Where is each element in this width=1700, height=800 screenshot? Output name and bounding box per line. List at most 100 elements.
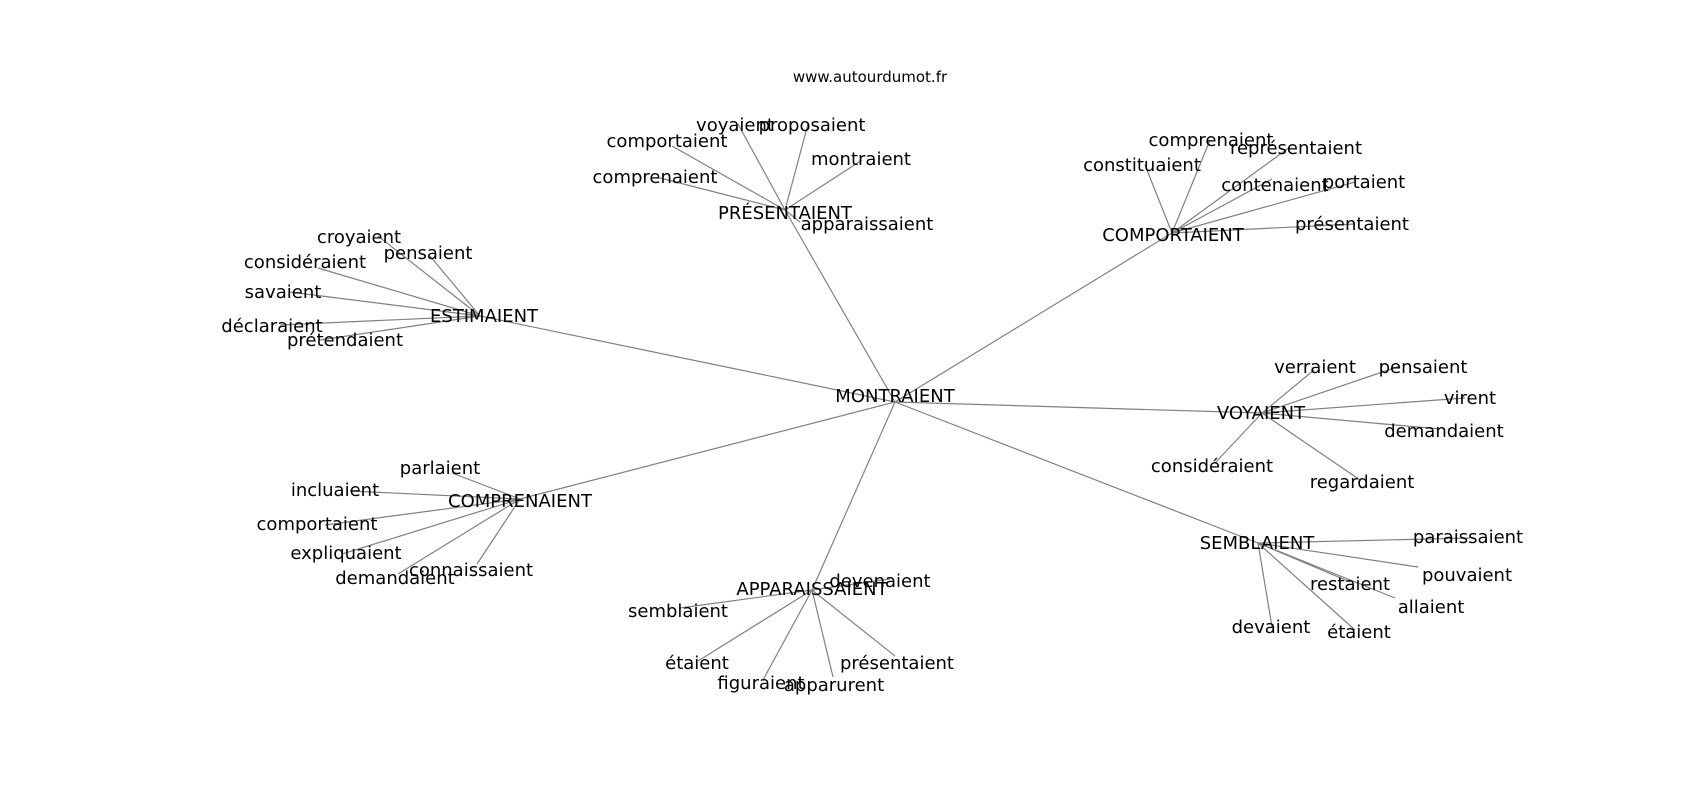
leaf-node-label: paraissaient bbox=[1413, 527, 1523, 548]
leaf-node-label: apparaissaient bbox=[801, 214, 934, 235]
leaf-node-label: voyaient bbox=[696, 115, 774, 136]
leaf-node-label: pensaient bbox=[384, 243, 473, 264]
leaf-node-label: portaient bbox=[1323, 172, 1405, 193]
leaf-node-label: parlaient bbox=[400, 458, 480, 479]
leaf-node-label: comprenaient bbox=[593, 167, 718, 188]
root-edge bbox=[894, 232, 1173, 403]
root-edge bbox=[519, 401, 896, 500]
leaf-node-label: comprenaient bbox=[1149, 130, 1274, 151]
leaf-node-label: contenaient bbox=[1221, 175, 1328, 196]
leaf-edge bbox=[784, 123, 809, 211]
graph-labels: www.autourdumot.fr MONTRAIENT PRÉSENTAIE… bbox=[221, 68, 1523, 696]
leaf-node-label: pouvaient bbox=[1422, 565, 1512, 586]
leaf-node-label: devenaient bbox=[829, 571, 930, 592]
leaf-edge bbox=[1171, 178, 1273, 234]
leaf-node-label: prétendaient bbox=[287, 330, 403, 351]
leaf-node-label: incluaient bbox=[291, 480, 379, 501]
leaf-node-label: regardaient bbox=[1310, 472, 1415, 493]
leaf-edge bbox=[1144, 164, 1173, 234]
leaf-node-label: représentaient bbox=[1230, 138, 1362, 159]
root-edge bbox=[479, 315, 896, 403]
leaf-edge bbox=[1214, 412, 1263, 464]
leaf-edge bbox=[324, 498, 521, 526]
leaf-node-label: présentaient bbox=[840, 653, 954, 674]
leaf-node-label: savaient bbox=[245, 282, 322, 303]
leaf-edge bbox=[377, 235, 481, 317]
leaf-edge bbox=[737, 123, 786, 211]
leaf-edge bbox=[317, 267, 481, 317]
leaf-edge bbox=[429, 255, 481, 317]
root-edge bbox=[784, 209, 896, 403]
leaf-node-label: comportaient bbox=[257, 514, 378, 535]
leaf-edge bbox=[279, 315, 481, 326]
leaf-edge bbox=[1261, 397, 1466, 414]
leaf-edge bbox=[811, 589, 834, 678]
leaf-node-label: constituaient bbox=[1083, 155, 1201, 176]
leaf-node-label: allaient bbox=[1398, 597, 1465, 618]
leaf-edge bbox=[784, 209, 801, 223]
leaf-edge bbox=[1257, 537, 1471, 544]
leaf-node-label: étaient bbox=[665, 653, 729, 674]
graph-edges bbox=[279, 123, 1471, 681]
leaf-node-label: verraient bbox=[1274, 357, 1356, 378]
leaf-node-label: présentaient bbox=[1295, 214, 1409, 235]
hub-node-label: COMPORTAIENT bbox=[1102, 225, 1245, 246]
leaf-node-label: proposaient bbox=[759, 115, 866, 136]
leaf-edge bbox=[697, 589, 813, 662]
leaf-edge bbox=[1257, 542, 1273, 628]
root-edge bbox=[894, 401, 1263, 414]
leaf-node-label: comportaient bbox=[607, 131, 728, 152]
hub-node-label: VOYAIENT bbox=[1217, 403, 1306, 424]
leaf-node-label: expliquaient bbox=[290, 543, 401, 564]
leaf-edge bbox=[349, 490, 521, 500]
leaf-edge bbox=[1257, 542, 1419, 568]
hub-node-label: APPARAISSAIENT bbox=[736, 579, 888, 600]
leaf-edge bbox=[1171, 139, 1211, 234]
leaf-edge bbox=[671, 145, 786, 211]
leaf-edge bbox=[659, 177, 786, 211]
leaf-edge bbox=[1261, 365, 1401, 414]
leaf-edge bbox=[784, 159, 863, 211]
leaf-node-label: demandaient bbox=[1384, 421, 1503, 442]
leaf-node-label: croyaient bbox=[317, 227, 401, 248]
leaf-edge bbox=[811, 578, 891, 591]
leaf-node-label: devaient bbox=[1232, 617, 1311, 638]
leaf-edge bbox=[1261, 369, 1315, 414]
leaf-node-label: apparurent bbox=[784, 675, 884, 696]
leaf-node-label: virent bbox=[1444, 388, 1496, 409]
leaf-edge bbox=[1261, 412, 1441, 430]
leaf-edge bbox=[762, 589, 813, 681]
leaf-edge bbox=[289, 291, 481, 317]
leaf-node-label: considéraient bbox=[244, 252, 366, 273]
leaf-edge bbox=[1257, 542, 1356, 631]
hub-node-label: ESTIMAIENT bbox=[430, 306, 539, 327]
leaf-node-label: pensaient bbox=[1379, 357, 1468, 378]
leaf-edge bbox=[679, 589, 813, 609]
root-edge bbox=[894, 401, 1259, 544]
hub-node-label: COMPRENAIENT bbox=[448, 491, 593, 512]
leaf-edge bbox=[1171, 146, 1291, 234]
leaf-edge bbox=[1261, 412, 1361, 481]
leaf-node-label: restaient bbox=[1310, 574, 1390, 595]
leaf-node-label: connaissaient bbox=[409, 560, 533, 581]
leaf-edge bbox=[1171, 223, 1356, 234]
leaf-node-label: déclaraient bbox=[221, 316, 322, 337]
leaf-edge bbox=[1171, 181, 1356, 234]
leaf-node-label: étaient bbox=[1327, 622, 1391, 643]
site-watermark: www.autourdumot.fr bbox=[793, 68, 948, 86]
leaf-edge bbox=[397, 498, 521, 575]
leaf-node-label: montraient bbox=[811, 149, 911, 170]
leaf-node-label: semblaient bbox=[628, 601, 728, 622]
leaf-node-label: considéraient bbox=[1151, 456, 1273, 477]
root-node-label: MONTRAIENT bbox=[835, 386, 955, 407]
leaf-edge bbox=[319, 315, 481, 341]
leaf-edge bbox=[1257, 542, 1396, 599]
leaf-edge bbox=[811, 589, 896, 657]
hub-node-label: PRÉSENTAIENT bbox=[718, 202, 853, 224]
root-edge bbox=[811, 401, 896, 591]
leaf-edge bbox=[451, 472, 521, 500]
leaf-node-label: figuraient bbox=[717, 673, 804, 694]
hub-node-label: SEMBLAIENT bbox=[1200, 533, 1316, 554]
leaf-edge bbox=[341, 498, 521, 555]
